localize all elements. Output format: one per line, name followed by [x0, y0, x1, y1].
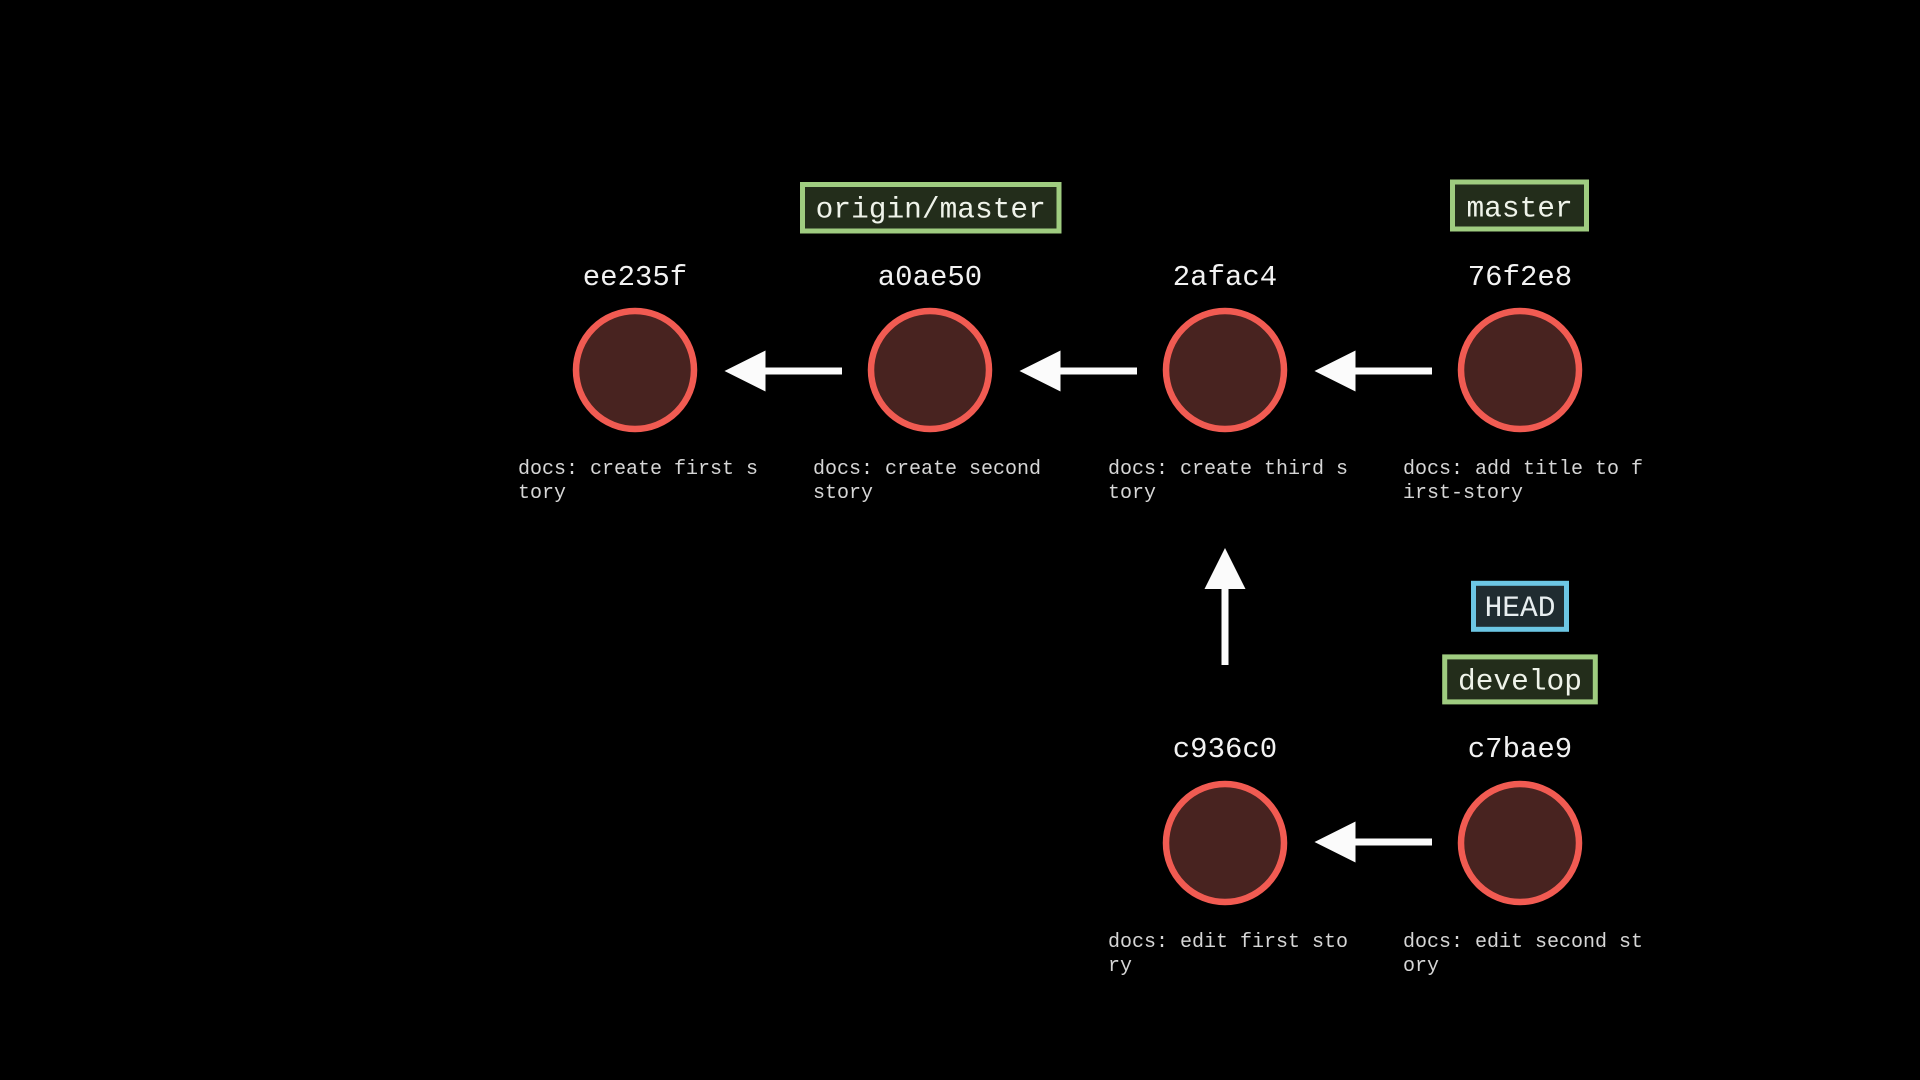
svg-text:docs: edit first sto: docs: edit first sto [1108, 931, 1348, 954]
svg-text:ory: ory [1403, 955, 1439, 978]
svg-text:tory: tory [1108, 482, 1156, 505]
svg-text:ry: ry [1108, 955, 1132, 978]
svg-text:c936c0: c936c0 [1173, 733, 1277, 766]
svg-text:76f2e8: 76f2e8 [1468, 261, 1572, 294]
svg-text:master: master [1466, 192, 1572, 226]
svg-text:story: story [813, 482, 873, 505]
svg-text:docs: create first s: docs: create first s [518, 458, 758, 481]
svg-text:c7bae9: c7bae9 [1468, 733, 1572, 766]
svg-text:ee235f: ee235f [583, 261, 687, 294]
svg-text:HEAD: HEAD [1485, 591, 1556, 625]
svg-text:docs: edit second st: docs: edit second st [1403, 931, 1643, 954]
svg-text:tory: tory [518, 482, 566, 505]
svg-text:2afac4: 2afac4 [1173, 261, 1277, 294]
svg-text:docs: create third s: docs: create third s [1108, 458, 1348, 481]
svg-text:a0ae50: a0ae50 [878, 261, 982, 294]
svg-text:origin/master: origin/master [816, 193, 1046, 227]
svg-text:docs: add title to f: docs: add title to f [1403, 458, 1643, 481]
svg-text:docs: create second: docs: create second [813, 458, 1041, 481]
svg-text:develop: develop [1458, 665, 1582, 699]
svg-text:irst-story: irst-story [1403, 482, 1523, 505]
